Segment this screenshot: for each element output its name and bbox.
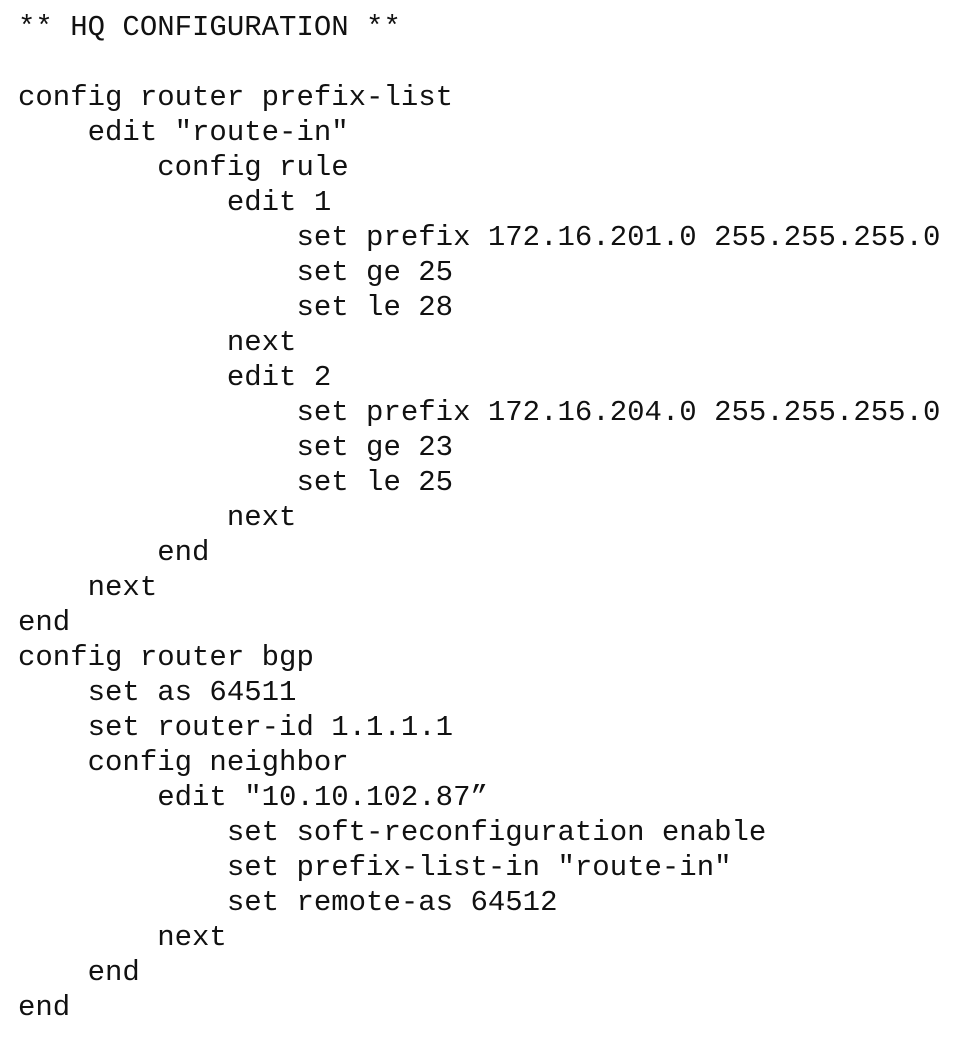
config-line: next (18, 326, 297, 359)
config-line: set le 28 (18, 291, 454, 324)
config-line: edit 1 (18, 186, 332, 219)
config-line: set prefix 172.16.201.0 255.255.255.0 (18, 221, 941, 254)
config-line: config router bgp (18, 641, 314, 674)
config-line: end (18, 536, 210, 569)
config-line: end (18, 991, 71, 1024)
config-line: set prefix-list-in "route-in" (18, 851, 732, 884)
config-line: set prefix 172.16.204.0 255.255.255.0 (18, 396, 941, 429)
config-line: next (18, 501, 297, 534)
config-line: set remote-as 64512 (18, 886, 558, 919)
config-line: set router-id 1.1.1.1 (18, 711, 454, 744)
config-line (18, 45, 940, 80)
config-listing: ** HQ CONFIGURATION ** config router pref… (18, 10, 940, 1025)
config-line: config rule (18, 151, 349, 184)
config-line: edit "route-in" (18, 116, 349, 149)
config-line: edit 2 (18, 361, 332, 394)
config-line: end (18, 956, 140, 989)
config-line: edit "10.10.102.87” (18, 781, 488, 814)
config-line: next (18, 921, 227, 954)
config-line: set le 25 (18, 466, 454, 499)
config-line: config router prefix-list (18, 81, 454, 114)
config-line: end (18, 606, 71, 639)
config-line: set ge 23 (18, 431, 454, 464)
config-line: next (18, 571, 158, 604)
config-line: config neighbor (18, 746, 349, 779)
config-line: set soft-reconfiguration enable (18, 816, 767, 849)
config-line: set as 64511 (18, 676, 297, 709)
config-line: set ge 25 (18, 256, 454, 289)
config-line: ** HQ CONFIGURATION ** (18, 11, 401, 44)
